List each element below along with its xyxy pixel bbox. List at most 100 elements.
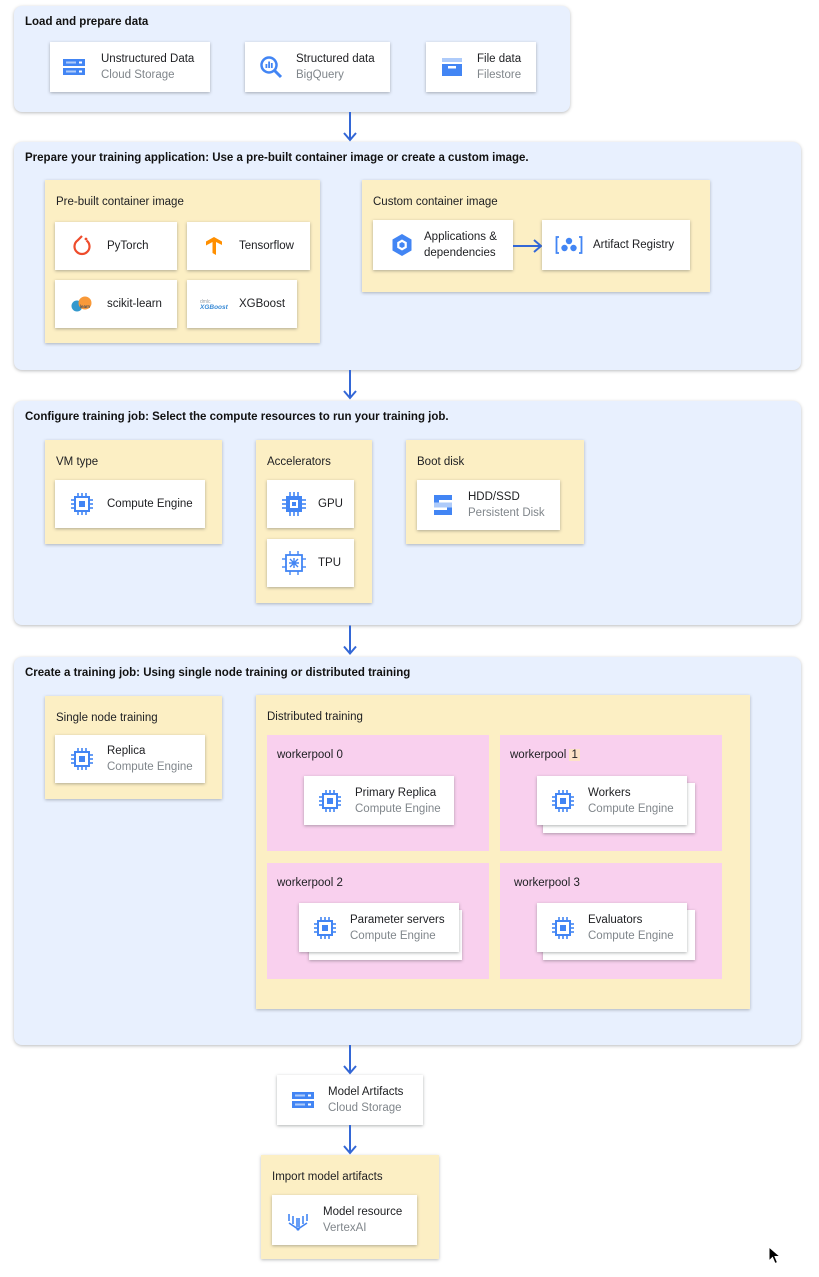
- compute-engine-icon: [313, 916, 337, 940]
- accelerators-panel: Accelerators GPU: [256, 440, 372, 603]
- prebuilt-panel-title: Pre-built container image: [56, 196, 184, 208]
- card-title: Structured data: [296, 53, 375, 65]
- xgboost-icon: dmlc XGBoost: [200, 299, 228, 311]
- card-title: Replica: [107, 745, 146, 757]
- filestore-icon: [442, 58, 462, 76]
- card-subtitle: Compute Engine: [350, 929, 436, 942]
- prepare-section: Prepare your training application: Use a…: [14, 142, 801, 370]
- card-title: Primary Replica: [355, 786, 437, 799]
- accelerators-panel-title: Accelerators: [267, 456, 331, 468]
- pytorch-card[interactable]: PyTorch: [55, 222, 177, 270]
- bigquery-icon: [260, 56, 283, 79]
- flow-arrow: [342, 1045, 358, 1075]
- workerpool-title-number: 1: [569, 749, 580, 761]
- compute-engine-icon: [70, 747, 94, 771]
- configure-section: Configure training job: Select the compu…: [14, 401, 801, 625]
- card-subtitle: Cloud Storage: [328, 1102, 402, 1114]
- svg-text:learn: learn: [80, 304, 91, 309]
- boot-disk-panel-title: Boot disk: [417, 456, 465, 468]
- card-title: Model Artifacts: [328, 1086, 404, 1098]
- card-title-line2: dependencies: [424, 247, 496, 259]
- card-title: Parameter servers: [350, 913, 445, 926]
- flow-arrow: [342, 370, 358, 400]
- persistent-disk-icon: [434, 495, 452, 515]
- card-title: Workers: [588, 786, 631, 799]
- card-title: Compute Engine: [107, 498, 193, 510]
- card-subtitle: Filestore: [477, 69, 522, 81]
- model-resource-card[interactable]: Model resource VertexAI: [272, 1195, 417, 1245]
- import-panel: Import model artifacts Model resource Ve…: [261, 1155, 439, 1259]
- card-title: GPU: [318, 498, 343, 510]
- svg-text:XGBoost: XGBoost: [200, 304, 228, 311]
- flow-arrow: [513, 239, 543, 253]
- single-node-panel: Single node training Replica Compute Eng…: [45, 696, 222, 799]
- card-subtitle: Compute Engine: [107, 761, 193, 773]
- flow-arrow: [342, 112, 358, 142]
- compute-engine-card[interactable]: Compute Engine: [55, 480, 205, 528]
- primary-replica-card[interactable]: Primary Replica Compute Engine: [304, 776, 454, 825]
- card-title: Model resource: [323, 1206, 403, 1218]
- parameter-servers-card[interactable]: Parameter servers Compute Engine: [299, 903, 459, 952]
- card-subtitle: Cloud Storage: [101, 69, 175, 81]
- file-data-card[interactable]: File data Filestore: [426, 42, 536, 92]
- card-subtitle: VertexAI: [323, 1222, 367, 1234]
- card-title: TPU: [318, 557, 341, 569]
- flow-arrow: [342, 625, 358, 656]
- card-subtitle: Persistent Disk: [468, 507, 545, 519]
- create-section: Create a training job: Using single node…: [14, 657, 801, 1045]
- persistent-disk-card[interactable]: HDD/SSD Persistent Disk: [417, 480, 560, 530]
- tpu-card[interactable]: TPU: [267, 539, 354, 587]
- vm-type-panel-title: VM type: [56, 456, 99, 468]
- single-node-panel-title: Single node training: [56, 712, 158, 724]
- replica-card[interactable]: Replica Compute Engine: [55, 735, 205, 783]
- import-panel-title: Import model artifacts: [272, 1171, 383, 1183]
- card-title: HDD/SSD: [468, 491, 520, 503]
- scikit-learn-icon: learn: [71, 296, 92, 312]
- tpu-icon: [282, 551, 306, 575]
- gpu-icon: [282, 492, 306, 516]
- artifact-registry-card[interactable]: Artifact Registry: [542, 220, 690, 270]
- card-subtitle: Compute Engine: [355, 802, 441, 815]
- vm-type-panel: VM type Compute Engine: [45, 440, 222, 544]
- card-subtitle: Compute Engine: [588, 802, 674, 815]
- tensorflow-card[interactable]: Tensorflow: [187, 222, 310, 270]
- workerpool-title: workerpool 0: [277, 749, 343, 761]
- workerpool-1: workerpool 1 Workers Compute Engine: [500, 735, 722, 851]
- workerpool-title: workerpool 3: [514, 877, 580, 889]
- structured-data-card[interactable]: Structured data BigQuery: [245, 42, 390, 92]
- tensorflow-icon: [206, 237, 222, 255]
- workerpool-2: workerpool 2 Parameter servers Compute E…: [267, 863, 489, 979]
- xgboost-card[interactable]: dmlc XGBoost XGBoost: [187, 280, 297, 328]
- card-subtitle: BigQuery: [296, 69, 344, 81]
- card-subtitle: Compute Engine: [588, 929, 674, 942]
- artifact-registry-icon: [555, 236, 583, 254]
- card-title: Tensorflow: [239, 240, 294, 252]
- load-section: Load and prepare data Unstructured Data …: [14, 6, 570, 112]
- configure-section-title: Configure training job: Select the compu…: [25, 411, 449, 423]
- workerpool-title: workerpool 1: [510, 749, 580, 761]
- vertex-ai-icon: [288, 1214, 308, 1231]
- compute-engine-icon: [551, 916, 575, 940]
- boot-disk-panel: Boot disk HDD/SSD Persistent Disk: [406, 440, 584, 544]
- workers-card[interactable]: Workers Compute Engine: [537, 776, 687, 825]
- model-artifacts-card[interactable]: Model Artifacts Cloud Storage: [277, 1075, 423, 1125]
- card-title: scikit-learn: [107, 298, 162, 310]
- applications-dependencies-card[interactable]: Applications & dependencies: [373, 220, 513, 270]
- compute-engine-icon: [551, 789, 575, 813]
- evaluators-card[interactable]: Evaluators Compute Engine: [537, 903, 687, 952]
- custom-panel-title: Custom container image: [373, 196, 498, 208]
- unstructured-data-card[interactable]: Unstructured Data Cloud Storage: [50, 42, 210, 92]
- scikit-learn-card[interactable]: learn scikit-learn: [55, 280, 177, 328]
- load-section-title: Load and prepare data: [25, 16, 149, 28]
- distributed-panel-title: Distributed training: [267, 711, 363, 723]
- gpu-card[interactable]: GPU: [267, 480, 354, 528]
- pytorch-icon: [73, 235, 91, 256]
- card-title: XGBoost: [239, 298, 286, 310]
- compute-engine-icon: [70, 492, 94, 516]
- workerpool-title-prefix: workerpool: [510, 749, 570, 761]
- workerpool-title: workerpool 2: [277, 877, 343, 889]
- mouse-cursor-icon: [768, 1246, 782, 1265]
- create-section-title: Create a training job: Using single node…: [25, 667, 411, 679]
- card-title: PyTorch: [107, 240, 149, 252]
- svg-text:dmlc: dmlc: [200, 299, 211, 305]
